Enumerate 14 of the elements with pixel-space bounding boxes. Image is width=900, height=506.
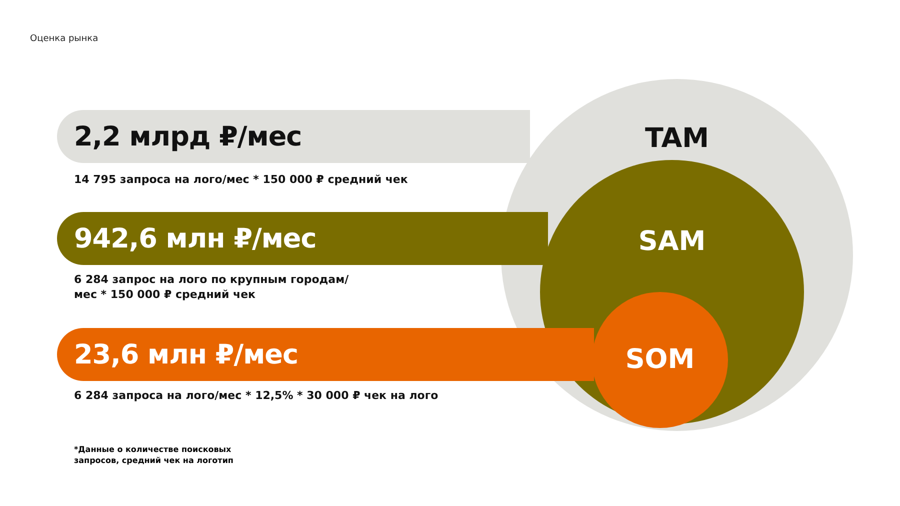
value-text: 23,6 млн ₽/мес [74, 339, 298, 370]
value-bar [57, 212, 548, 265]
value-bar [57, 110, 530, 163]
market-label: TAM [644, 123, 710, 154]
footnote-text: *Данные о количестве поисковых запросов, средний чек на логотип [74, 444, 234, 466]
market-label: SOM [625, 344, 695, 375]
value-bar [57, 328, 594, 381]
value-text: 942,6 млн ₽/мес [74, 223, 316, 254]
page-title: Оценка рынка [30, 34, 98, 44]
market-label: SAM [638, 226, 706, 257]
formula-text: 6 284 запрос на лого по крупным городам/ мес * 150 000 ₽ средний чек [74, 272, 350, 302]
formula-text: 6 284 запроса на лого/мес * 12,5% * 30 000 ₽ чек на лого [74, 388, 440, 403]
value-text: 2,2 млрд ₽/мес [74, 121, 302, 152]
formula-text: 14 795 запроса на лого/мес * 150 000 ₽ средний чек [74, 172, 409, 187]
